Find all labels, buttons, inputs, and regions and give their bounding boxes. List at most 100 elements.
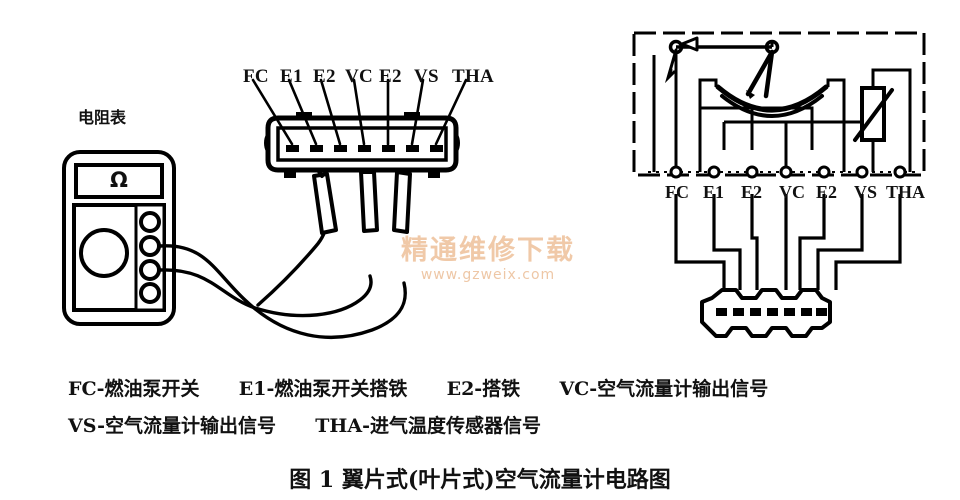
junction-vs [855,165,869,179]
potentiometer-track-outer [715,84,829,113]
thermistor-slash [853,88,894,142]
ohmmeter-jack-2[interactable] [139,235,161,257]
junction-e1 [707,165,721,179]
probe-middle [359,164,379,233]
leader-fc [251,78,294,146]
harness-connector-pins [716,308,827,316]
terminal-vc [358,145,371,152]
wiper-contact-1 [746,90,755,99]
connector-terminals [286,145,443,152]
thermistor-top-lead [871,68,912,172]
schematic-junction-dots [669,165,907,179]
legend-line-2: VS-空气流量计输出信号 THA-进气温度传感器信号 [68,411,541,438]
legend-line-1: FC-燃油泵开关 E1-燃油泵开关搭铁 E2-搭铁 VC-空气流量计输出信号 [68,374,768,401]
potentiometer-wiper-arm-1 [745,49,775,97]
air-flow-meter-schematic [632,31,926,338]
schematic-label-e2-b: E2 [816,182,838,202]
figure-caption: 图 1 翼片式(叶片式)空气流量计电路图 [289,467,671,493]
fuel-pump-switch-arrow [680,36,699,52]
terminal-e2a [334,145,347,152]
connector-label-vc: VC [345,66,374,87]
switch-actuator-stem [664,48,678,84]
legend-item-vc: VC-空气流量计输出信号 [559,378,769,400]
pin-5 [784,308,795,316]
schematic-label-fc: FC [665,182,689,202]
pin-1 [716,308,727,316]
route-fc [674,194,726,290]
leader-e2a [319,78,342,146]
harness-connector-end-view [700,288,832,338]
ohmmeter-title: 电阻表 [78,108,127,127]
schematic-harness-routing [674,194,902,290]
test-lead-2 [158,268,373,318]
pin-2 [733,308,744,316]
ohmmeter-device [62,150,176,326]
legend-item-e1: E1-燃油泵开关搭铁 [238,378,408,400]
connector-leader-lines [251,78,468,146]
harness-connector-shell [700,288,832,338]
schematic-label-e2-a: E2 [741,182,763,202]
legend-item-e2: E2-搭铁 [446,378,521,400]
track-right-lead [826,78,846,172]
probe-left-body [312,172,338,235]
pin-6 [801,308,812,316]
terminal-fc [286,145,299,152]
terminal-vs [406,145,419,152]
ohm-symbol: Ω [110,168,128,192]
connector-label-e2-b: E2 [379,66,402,87]
connector-label-e1: E1 [280,66,303,87]
air-flow-meter-connector [264,112,460,178]
legend-item-fc: FC-燃油泵开关 [68,378,200,400]
test-lead-1 [158,244,407,340]
schematic-label-vc: VC [779,182,805,202]
potentiometer-wiper-arm-2 [763,49,775,99]
ohmmeter-display [74,163,164,199]
test-lead-3 [256,220,329,307]
junction-fc [669,165,683,179]
junction-tha [893,165,907,179]
ohmmeter-jack-3[interactable] [139,259,161,281]
terminal-e2b [382,145,395,152]
pin-3 [750,308,761,316]
test-probes [312,164,412,235]
probe-left [312,168,338,235]
ohmmeter-selector-dial[interactable] [79,228,129,278]
probe-right [392,164,412,234]
bus-upper-rect [700,106,814,150]
pin-4 [767,308,778,316]
connector-tab-right [404,112,420,119]
sensor-housing-outline [632,31,926,177]
test-leads [158,220,407,340]
probe-right-body [392,170,412,234]
legend-item-tha: THA-进气温度传感器信号 [315,415,542,437]
route-e1 [712,194,742,290]
connector-label-vs: VS [414,66,439,87]
schematic-label-vs: VS [854,182,878,202]
schematic-label-e1: E1 [703,182,725,202]
connector-foot-left [284,170,296,178]
ohmmeter-jack-4[interactable] [139,282,161,304]
schematic-label-tha: THA [886,182,926,202]
route-vs [816,194,864,290]
leader-e1 [287,78,318,146]
connector-foot-right [428,170,440,178]
route-e2b [798,194,826,290]
leader-vc [352,78,366,146]
probe-middle-body [359,170,379,233]
leader-tha [434,78,468,146]
potentiometer-track-inner [720,94,824,118]
junction-e2b [817,165,831,179]
leader-vs [410,78,425,146]
connector-label-tha: THA [452,66,495,87]
junction-vc [779,165,793,179]
track-left-lead [698,78,718,172]
terminal-e1 [310,145,323,152]
route-tha [834,194,902,290]
junction-e2a [745,165,759,179]
ohmmeter-jack-1[interactable] [139,211,161,233]
route-e2a [750,194,759,290]
connector-label-e2-a: E2 [313,66,336,87]
connector-label-fc: FC [243,66,269,87]
